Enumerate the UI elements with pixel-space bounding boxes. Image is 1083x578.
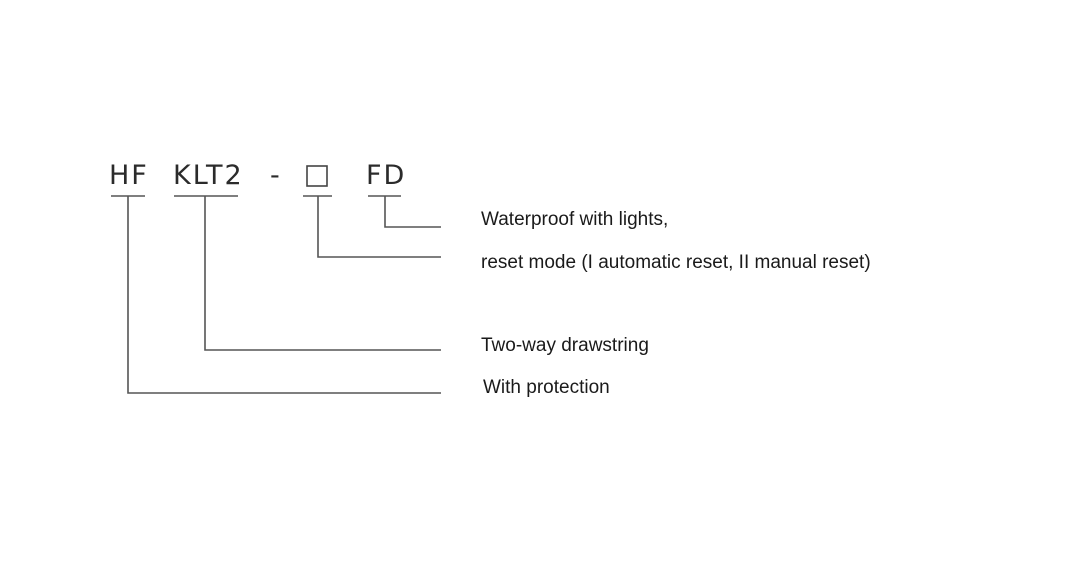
code-fd: FD: [366, 160, 407, 191]
code-klt2: KLT2: [173, 160, 244, 191]
desc-reset-mode: reset mode (I automatic reset, II manual…: [481, 252, 871, 273]
placeholder-box-icon: [306, 165, 328, 187]
desc-with-protection: With protection: [483, 377, 610, 398]
leader-reset: [317, 196, 441, 258]
leader-fd: [384, 196, 441, 228]
leader-klt2: [204, 196, 441, 351]
leader-hf: [127, 196, 441, 394]
code-dash: -: [270, 160, 282, 191]
code-hf: HF: [109, 160, 149, 191]
desc-two-way-drawstring: Two-way drawstring: [481, 335, 649, 356]
desc-waterproof-lights: Waterproof with lights,: [481, 209, 669, 230]
